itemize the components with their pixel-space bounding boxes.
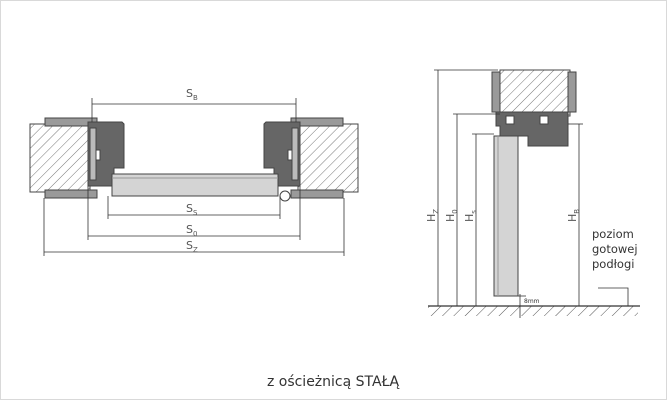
- door-leaf: [111, 173, 279, 197]
- left-architrave-bottom: [44, 189, 98, 199]
- vertical-section: [491, 69, 577, 297]
- label-sz: SZ: [186, 239, 198, 254]
- lintel-architrave-right: [567, 71, 577, 113]
- gap-label: 8mm: [524, 298, 540, 305]
- floor-note-line-3: podłogi: [592, 257, 634, 271]
- lintel-wall: [499, 69, 571, 117]
- label-h0: H0: [444, 209, 459, 222]
- hinge: [279, 190, 291, 202]
- caption: z ościeżnicą STAŁĄ: [267, 374, 399, 390]
- left-wall: [29, 123, 91, 193]
- label-hs: Hs: [463, 210, 478, 222]
- right-wall: [297, 123, 359, 193]
- dimension-lines-right: [434, 69, 629, 318]
- floor: [428, 305, 640, 316]
- left-frame-profile: [87, 121, 125, 187]
- floor-note-line-2: gotowej: [592, 242, 638, 256]
- label-hz: HZ: [425, 209, 440, 222]
- lintel-architrave-left: [491, 71, 501, 113]
- right-architrave-bottom: [290, 189, 344, 199]
- label-hb: HB: [566, 209, 581, 222]
- right-frame-profile: [263, 121, 301, 187]
- label-s0: S0: [186, 223, 197, 238]
- label-sb: SB: [186, 87, 198, 102]
- floor-note-line-1: poziom: [592, 227, 634, 241]
- label-ss: SS: [186, 202, 198, 217]
- horizontal-section: [29, 117, 359, 202]
- dimension-lines-left: [43, 98, 345, 256]
